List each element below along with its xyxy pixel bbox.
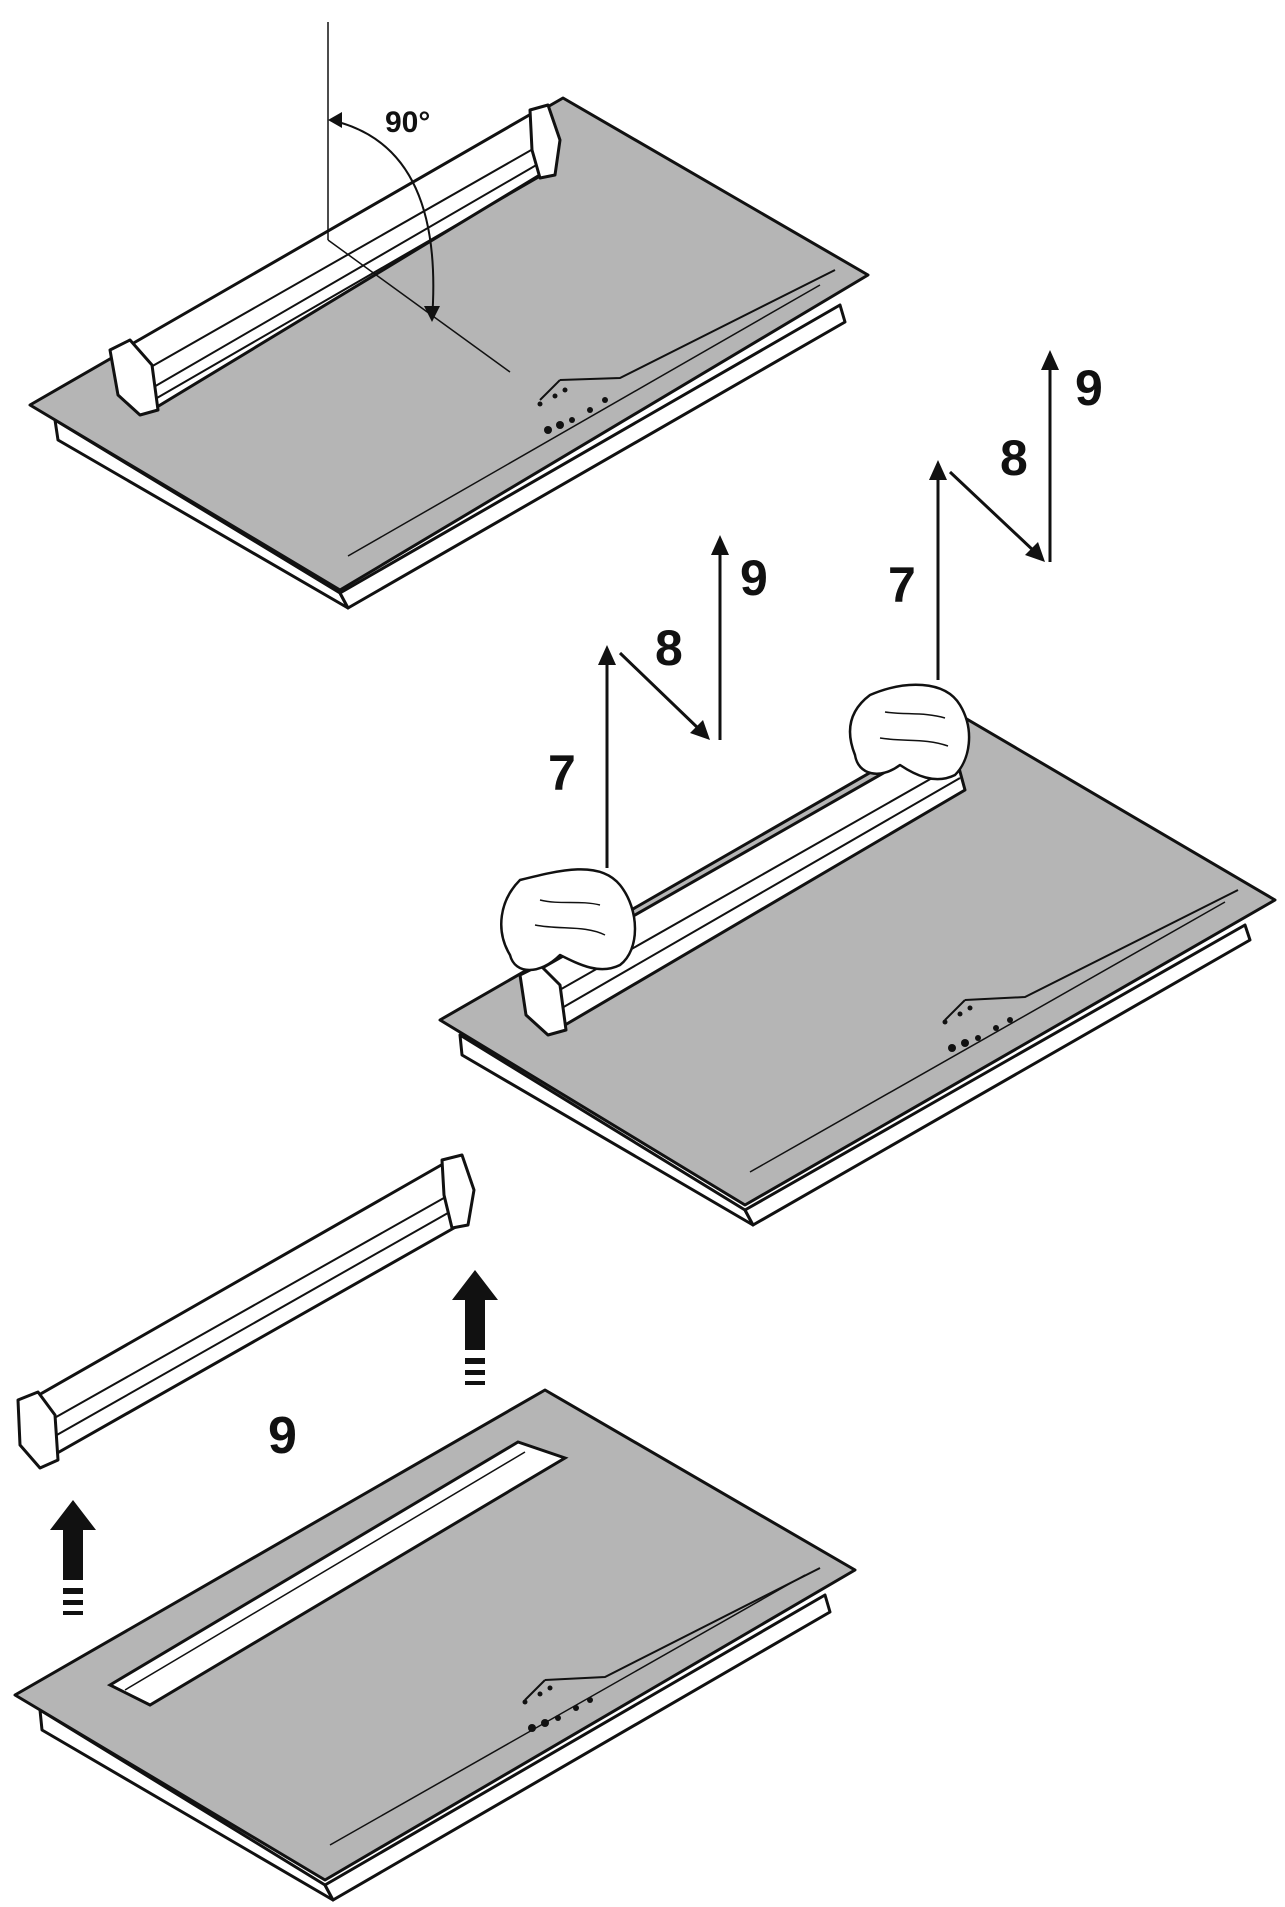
right-step-arrows: 7 8 9 bbox=[888, 350, 1103, 680]
left-step-7-label: 7 bbox=[548, 745, 576, 801]
right-step-7-label: 7 bbox=[888, 557, 916, 613]
figure-3-vent-removed: 9 bbox=[13, 1153, 857, 1902]
angle-label: 90° bbox=[385, 106, 430, 139]
glove-hand-icon bbox=[500, 868, 637, 972]
hob-1-control-dots bbox=[537, 387, 608, 434]
hob-2-right-frame bbox=[743, 923, 1252, 1227]
glove-hand-icon bbox=[848, 683, 971, 781]
lift-up-arrow-icon bbox=[452, 1270, 498, 1385]
hob-2-control-line bbox=[964, 889, 1239, 1001]
right-step-8-label: 8 bbox=[1000, 430, 1028, 486]
hob-3-glass-top bbox=[13, 1388, 857, 1882]
left-step-9-label: 9 bbox=[740, 550, 768, 606]
hob-1-horizontal-guide bbox=[327, 239, 511, 373]
hob-3-control-dots bbox=[522, 1685, 593, 1732]
hob-1-angle-arc bbox=[329, 119, 435, 321]
left-step-8-label: 8 bbox=[655, 620, 683, 676]
hob-2-control-dots bbox=[942, 1005, 1013, 1052]
step-arrow-icon bbox=[618, 651, 702, 732]
hob-1-vent-endcap-left bbox=[108, 338, 160, 417]
right-step-9-label: 9 bbox=[1075, 360, 1103, 416]
lift-up-arrow-icon bbox=[50, 1500, 96, 1615]
hob-1-right-frame bbox=[338, 303, 847, 610]
figure-1-hob-with-vent-raised: 90° bbox=[28, 22, 870, 610]
step-arrow-icon bbox=[948, 470, 1037, 554]
step-9-label: 9 bbox=[268, 1407, 297, 1465]
hob-2-glass-top bbox=[438, 716, 1277, 1207]
hob-3-vent-endcap-left bbox=[16, 1390, 60, 1470]
hob-3-right-frame bbox=[323, 1593, 832, 1902]
hob-3-vent-slot bbox=[106, 1440, 569, 1707]
hob-1-vent-endcap-right bbox=[528, 103, 562, 180]
hob-1-control-line bbox=[559, 269, 836, 381]
left-step-arrows: 7 8 9 bbox=[548, 535, 768, 868]
hob-3-vent-endcap-right bbox=[440, 1153, 476, 1230]
hob-3-vent-bar-lifted bbox=[28, 1158, 470, 1462]
figure-2-hob-removing-vent: 7 8 9 7 8 9 bbox=[438, 350, 1277, 1227]
hob-3-control-line bbox=[544, 1567, 821, 1681]
